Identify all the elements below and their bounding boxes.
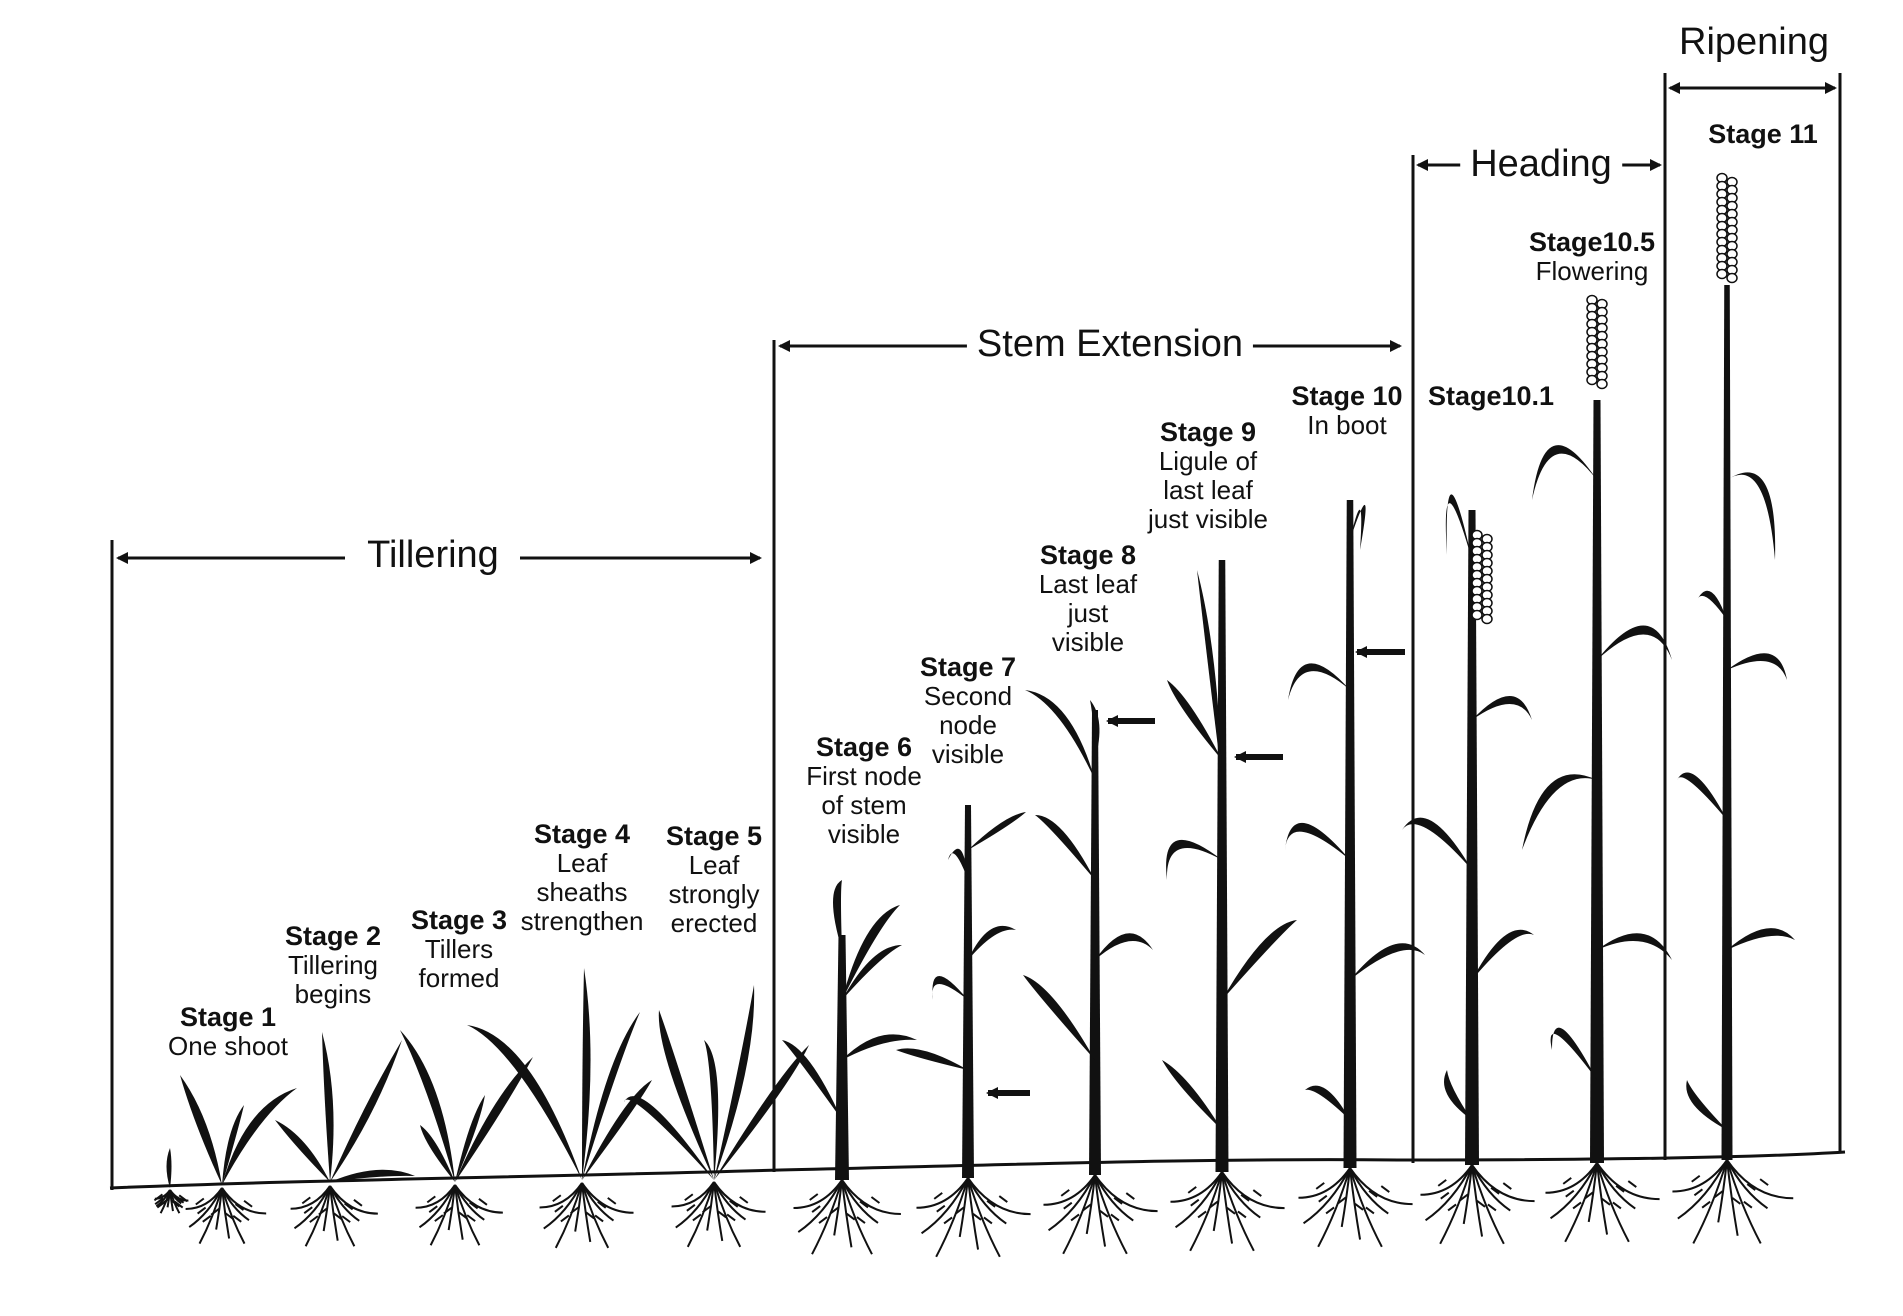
roots — [793, 1179, 901, 1255]
plant-stage-2 — [275, 1032, 415, 1247]
phase-label-tillering: Tillering — [357, 533, 509, 577]
grain-head — [1471, 529, 1493, 625]
plant-stage-8 — [1023, 690, 1158, 1255]
plant-stage-10-5 — [1522, 294, 1672, 1243]
stage-10-5-label: Stage10.5 Flowering — [1528, 227, 1656, 286]
roots — [539, 1182, 634, 1249]
stage-10-label: Stage 10 In boot — [1291, 381, 1403, 440]
plant-stage-3 — [400, 1030, 533, 1246]
grain-head — [1716, 172, 1738, 284]
grain-head — [1586, 294, 1608, 390]
stage-5-label: Stage 5 Leaf strongly erected — [665, 821, 763, 938]
stage-7-label: Stage 7 Second node visible — [919, 652, 1017, 769]
roots — [1672, 1159, 1794, 1244]
phase-arrows — [116, 82, 1837, 564]
roots — [1545, 1162, 1660, 1243]
plant-stage-1 — [180, 1075, 297, 1245]
plant-stage-6 — [782, 880, 917, 1255]
roots — [671, 1181, 766, 1248]
plant-stage-1-sprout — [153, 1148, 189, 1214]
stage-11-label: Stage 11 — [1708, 119, 1818, 149]
stage-2-label: Stage 2 Tillering begins — [284, 921, 382, 1009]
roots — [916, 1177, 1031, 1258]
plants — [153, 172, 1795, 1258]
roots — [153, 1189, 189, 1214]
stage-10-1-label: Stage10.1 — [1427, 381, 1555, 411]
roots — [1298, 1167, 1413, 1248]
phase-boundaries — [110, 73, 1842, 1190]
stage-6-label: Stage 6 First node of stem visible — [806, 732, 922, 849]
plant-stage-9 — [1162, 560, 1297, 1252]
stage-3-label: Stage 3 Tillers formed — [410, 905, 508, 993]
plant-stage-11 — [1672, 172, 1795, 1244]
plant-stage-4 — [467, 968, 652, 1249]
stage-4-label: Stage 4 Leaf sheaths strengthen — [520, 819, 644, 936]
roots — [185, 1187, 267, 1245]
roots — [1043, 1174, 1158, 1255]
roots — [415, 1184, 503, 1246]
phase-label-stem-extension: Stem Extension — [966, 322, 1254, 366]
plant-stage-5 — [624, 985, 809, 1248]
plant-stage-10 — [1285, 500, 1425, 1248]
ground-line — [109, 1150, 1846, 1190]
roots — [1420, 1164, 1535, 1245]
roots — [1170, 1171, 1285, 1252]
plant-stage-10-1 — [1402, 494, 1535, 1245]
stage-1-label: Stage 1 One shoot — [168, 1002, 288, 1061]
node-indicator-arrows — [986, 646, 1405, 1099]
plant-stage-7 — [896, 805, 1031, 1258]
roots — [290, 1185, 378, 1247]
phase-label-ripening: Ripening — [1669, 20, 1839, 64]
phase-label-heading: Heading — [1460, 142, 1622, 186]
stage-8-label: Stage 8 Last leaf just visible — [1038, 540, 1138, 657]
stage-9-label: Stage 9 Ligule of last leaf just visible — [1148, 417, 1268, 534]
